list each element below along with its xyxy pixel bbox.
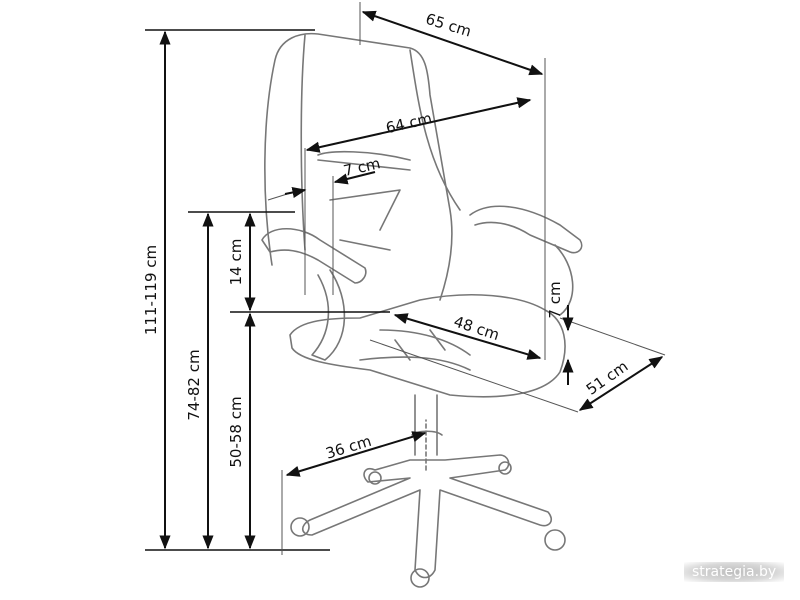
armrest-width-arrow-left <box>284 186 307 198</box>
dimension-labels: 111-119 cm 74-82 cm 14 cm 50-58 cm 65 cm… <box>142 10 631 468</box>
base-radius-label: 36 cm <box>324 432 374 463</box>
armrest-height-label: 74-82 cm <box>185 349 203 420</box>
overall-width-arrow <box>361 10 544 76</box>
armrest-width-arrow-right <box>333 171 376 185</box>
base-radius-arrow <box>285 431 427 477</box>
watermark: strategia.by <box>684 562 785 582</box>
seat-width-arrow <box>393 313 542 360</box>
total-height-label: 111-119 cm <box>142 245 160 335</box>
armrest-above-seat-label: 14 cm <box>227 239 245 286</box>
seat-depth-arrow <box>578 356 664 411</box>
dimension-lines <box>145 2 666 555</box>
backrest-width-arrow <box>305 97 532 153</box>
armrest-width-label: 7 cm <box>342 154 382 180</box>
seat-thickness-label: 7 cm <box>546 281 564 318</box>
seat-height-label: 50-58 cm <box>227 396 245 467</box>
